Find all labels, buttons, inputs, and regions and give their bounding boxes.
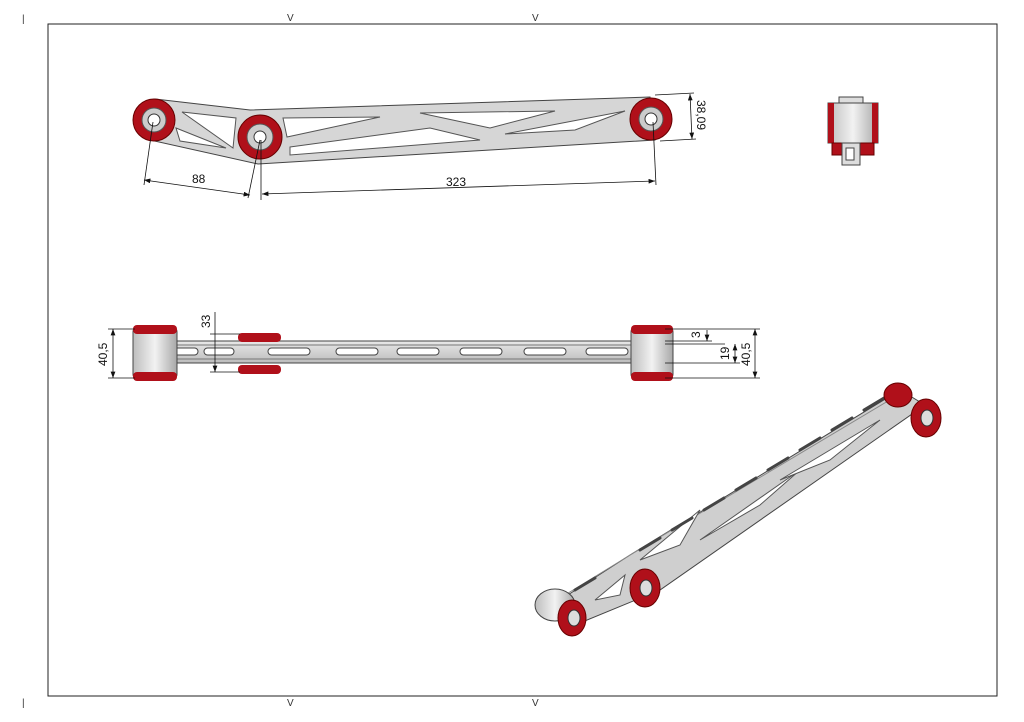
dimension-33: 33 xyxy=(199,314,213,328)
iso-bushing-right xyxy=(883,382,942,438)
iso-bushing-left xyxy=(534,588,587,637)
slots xyxy=(165,347,629,356)
cutout xyxy=(175,127,227,149)
cutout xyxy=(282,116,381,138)
top-view: 88 323 38,09 xyxy=(132,92,708,200)
bushing-right-side xyxy=(630,325,674,381)
dimension-40-5-left: 40,5 xyxy=(96,342,110,366)
cutout xyxy=(181,111,237,149)
isometric-view xyxy=(534,382,942,637)
end-view xyxy=(827,96,879,166)
dimension-40-5-right: 40,5 xyxy=(739,342,753,366)
bushing-left xyxy=(132,98,176,142)
dimension-19: 19 xyxy=(718,346,732,360)
bushing-middle xyxy=(237,114,283,160)
bushing-right xyxy=(629,97,673,141)
zone-marker-bottom-1: V xyxy=(287,698,294,709)
cutout xyxy=(419,110,556,129)
zone-marker-top-1: V xyxy=(287,13,294,24)
sheet-border xyxy=(47,23,998,697)
dimension-38-09: 38,09 xyxy=(694,100,708,130)
zone-marker-left-2: | xyxy=(22,698,25,709)
zone-marker-bottom-2: V xyxy=(532,698,539,709)
bushing-middle-side xyxy=(238,333,281,374)
front-view: 40,5 33 3 19 40,5 xyxy=(96,312,760,381)
iso-slots xyxy=(573,396,886,592)
zone-marker-top-2: V xyxy=(532,13,539,24)
zone-marker-left-1: | xyxy=(22,14,25,25)
dimension-3: 3 xyxy=(689,331,703,338)
bushing-left-side xyxy=(132,325,178,381)
cutout xyxy=(504,110,626,135)
iso-bushing-middle xyxy=(629,568,661,608)
dimension-323: 323 xyxy=(446,175,466,189)
dimension-88: 88 xyxy=(192,172,206,186)
cutout xyxy=(289,127,481,156)
